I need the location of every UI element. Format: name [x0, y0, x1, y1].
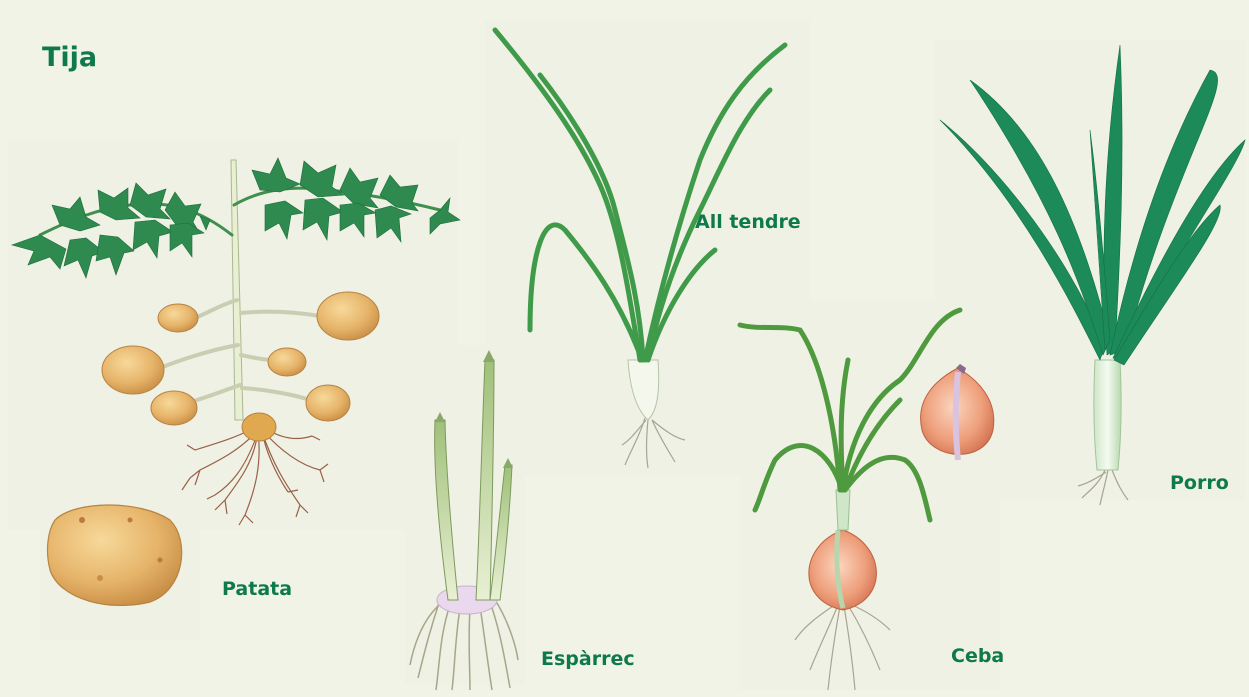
label-esparrec: Espàrrec	[541, 648, 635, 670]
label-porro: Porro	[1170, 472, 1229, 494]
onion-panel	[740, 300, 1000, 690]
page-title: Tija	[42, 42, 97, 73]
label-patata: Patata	[222, 578, 292, 600]
potato-tuber	[48, 505, 182, 605]
label-all-tendre: All tendre	[695, 211, 801, 233]
label-ceba: Ceba	[951, 645, 1004, 667]
